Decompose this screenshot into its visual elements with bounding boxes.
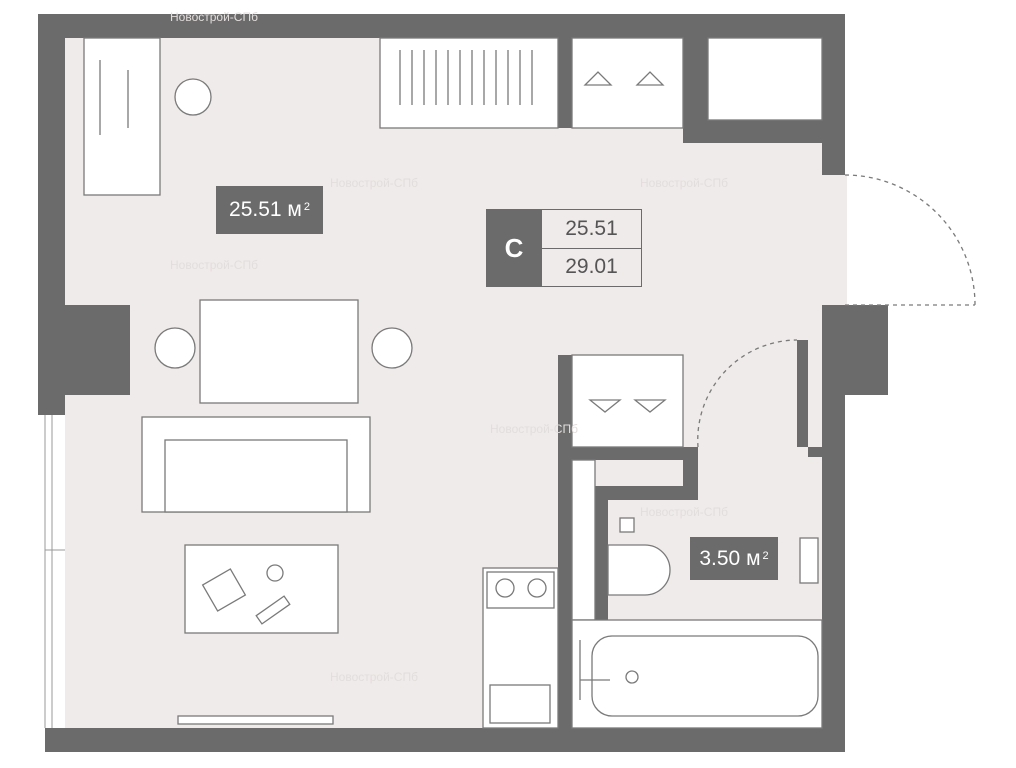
radiator-shelf (379, 37, 559, 129)
bath-sink (799, 537, 819, 584)
sink (489, 684, 551, 724)
main-room-area: 25.51 м (229, 198, 302, 221)
closet (707, 37, 823, 121)
watermark: Новострой-СПб (170, 10, 258, 24)
details (99, 50, 976, 700)
watermark: Новострой-СПб (330, 670, 418, 684)
apartment-summary: С 25.51 29.01 (486, 209, 642, 287)
bathtub (591, 635, 819, 717)
furniture (83, 37, 823, 729)
window-left (44, 415, 65, 728)
unit-sup: 2 (303, 201, 310, 213)
wardrobe (571, 37, 684, 129)
unit-sup: 2 (762, 549, 769, 562)
total-area: 29.01 (542, 248, 641, 286)
watermark: Новострой-СПб (170, 258, 258, 272)
watermark: Новострой-СПб (640, 176, 728, 190)
watermark: Новострой-СПб (640, 505, 728, 519)
walls (38, 14, 888, 752)
watermark: Новострой-СПб (330, 176, 418, 190)
bathroom-area: 3.50 м (699, 546, 761, 570)
closet-2 (571, 354, 684, 448)
watermark: Новострой-СПб (490, 422, 578, 436)
tv-stand (177, 715, 334, 725)
apartment-type: С (486, 209, 542, 287)
table (199, 299, 359, 404)
toilet (607, 544, 671, 596)
desk (83, 37, 161, 196)
living-area: 25.51 (542, 210, 641, 249)
